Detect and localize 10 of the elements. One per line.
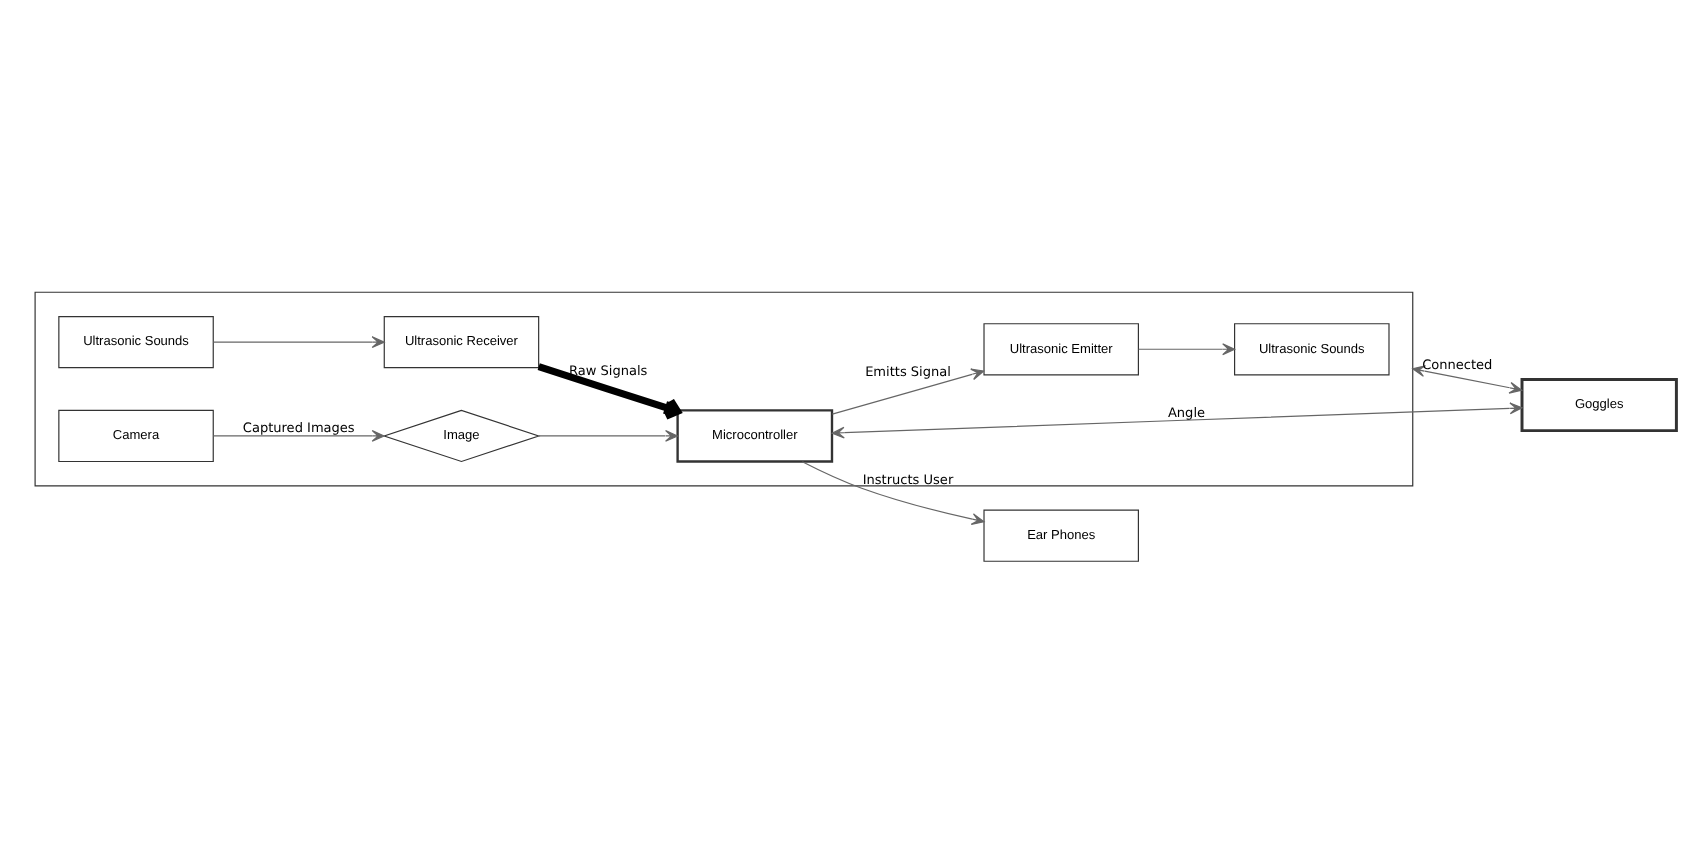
- cluster: [34, 290, 1414, 486]
- arrow: [1137, 342, 1236, 355]
- arrow: [212, 429, 385, 441]
- arrow: [1412, 364, 1523, 393]
- arrow: [537, 362, 682, 419]
- arrow: [538, 429, 679, 441]
- arrow: [801, 460, 985, 524]
- arrow: [831, 367, 985, 414]
- arrow: [212, 335, 385, 348]
- arrow: [831, 401, 1523, 438]
